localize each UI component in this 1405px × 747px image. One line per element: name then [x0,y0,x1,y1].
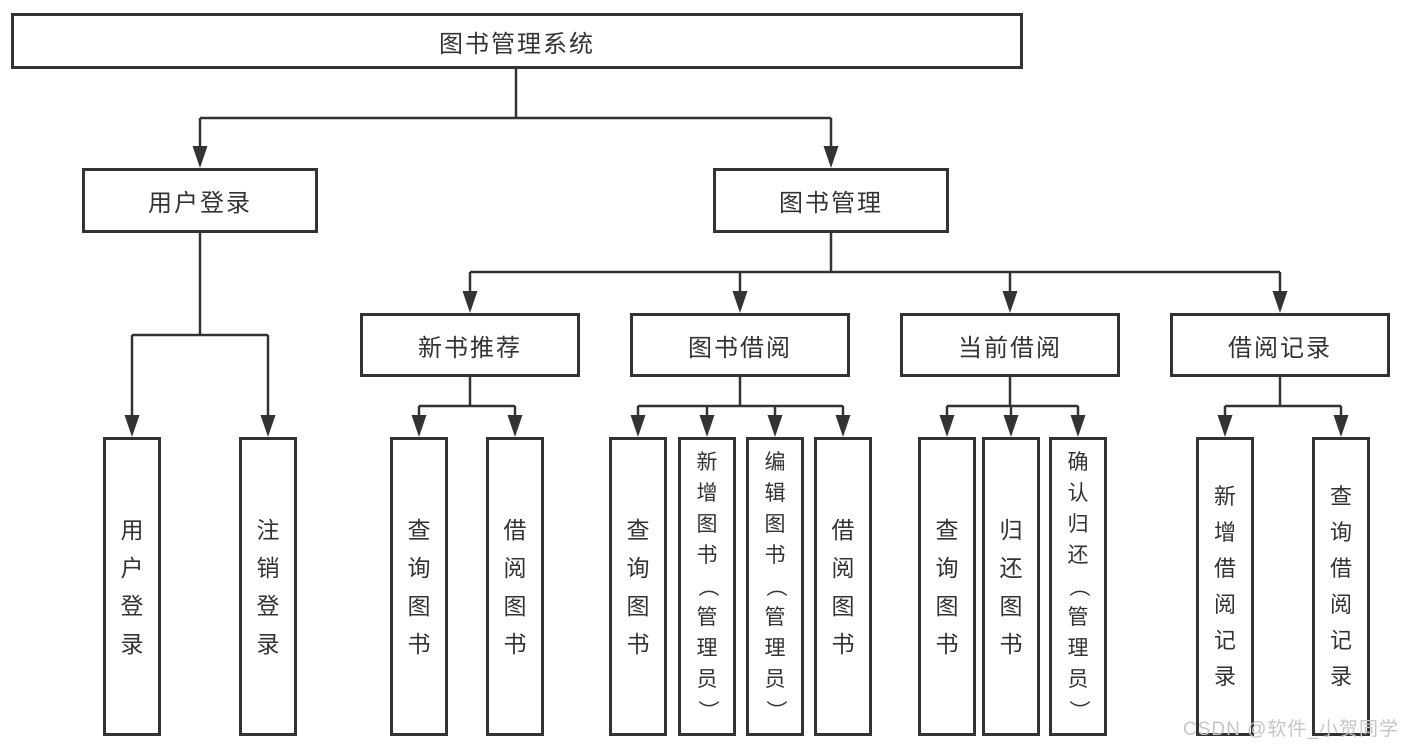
node-label: 新书推荐 [418,334,522,362]
leaf-query-books-rec: 查询图书 [390,437,448,736]
node-user-login: 用户登录 [82,168,318,233]
leaf-label: 新增图书（管理员） [695,451,719,721]
leaf-label: 查询图书 [407,516,431,657]
leaf-label: 查询借阅记录 [1329,483,1352,689]
leaf-label: 新增借阅记录 [1213,483,1236,689]
node-label: 图书管理 [779,190,883,217]
node-borrowing-records: 借阅记录 [1170,313,1390,377]
node-root-system: 图书管理系统 [11,13,1023,69]
leaf-query-books-current: 查询图书 [918,437,976,736]
leaf-edit-books-admin: 编辑图书（管理员） [746,437,804,736]
leaf-label: 借阅图书 [503,516,527,657]
leaf-label: 注销登录 [256,516,280,657]
arrowheads [124,146,1349,437]
node-book-borrowing: 图书借阅 [630,313,850,377]
leaf-label: 确认归还（管理员） [1066,451,1090,721]
leaf-label: 借阅图书 [831,516,855,657]
leaf-add-borrow-record: 新增借阅记录 [1196,437,1254,736]
leaf-label: 查询图书 [626,516,650,657]
leaf-query-borrow-record: 查询借阅记录 [1312,437,1370,736]
leaf-borrow-books-rec: 借阅图书 [486,437,544,736]
leaf-user-login: 用户登录 [103,437,161,736]
node-current-borrowing: 当前借阅 [900,313,1120,377]
node-label: 图书借阅 [688,334,792,362]
leaf-label: 用户登录 [120,516,144,657]
leaf-logout: 注销登录 [239,437,297,736]
node-label: 图书管理系统 [439,30,595,58]
leaf-label: 编辑图书（管理员） [763,451,787,721]
node-new-book-recommendation: 新书推荐 [360,313,580,377]
leaf-return-books: 归还图书 [982,437,1040,736]
node-label: 当前借阅 [958,334,1062,362]
leaf-label: 归还图书 [999,516,1023,657]
leaf-confirm-return-admin: 确认归还（管理员） [1049,437,1107,736]
leaf-add-books-admin: 新增图书（管理员） [678,437,736,736]
leaf-borrow-books: 借阅图书 [814,437,872,736]
csdn-watermark: CSDN @软件_小贺同学 [1183,719,1399,740]
node-label: 用户登录 [148,190,252,217]
leaf-label: 查询图书 [935,516,959,657]
leaf-query-books-borrow: 查询图书 [609,437,667,736]
node-label: 借阅记录 [1228,334,1332,362]
node-book-management: 图书管理 [713,168,949,233]
